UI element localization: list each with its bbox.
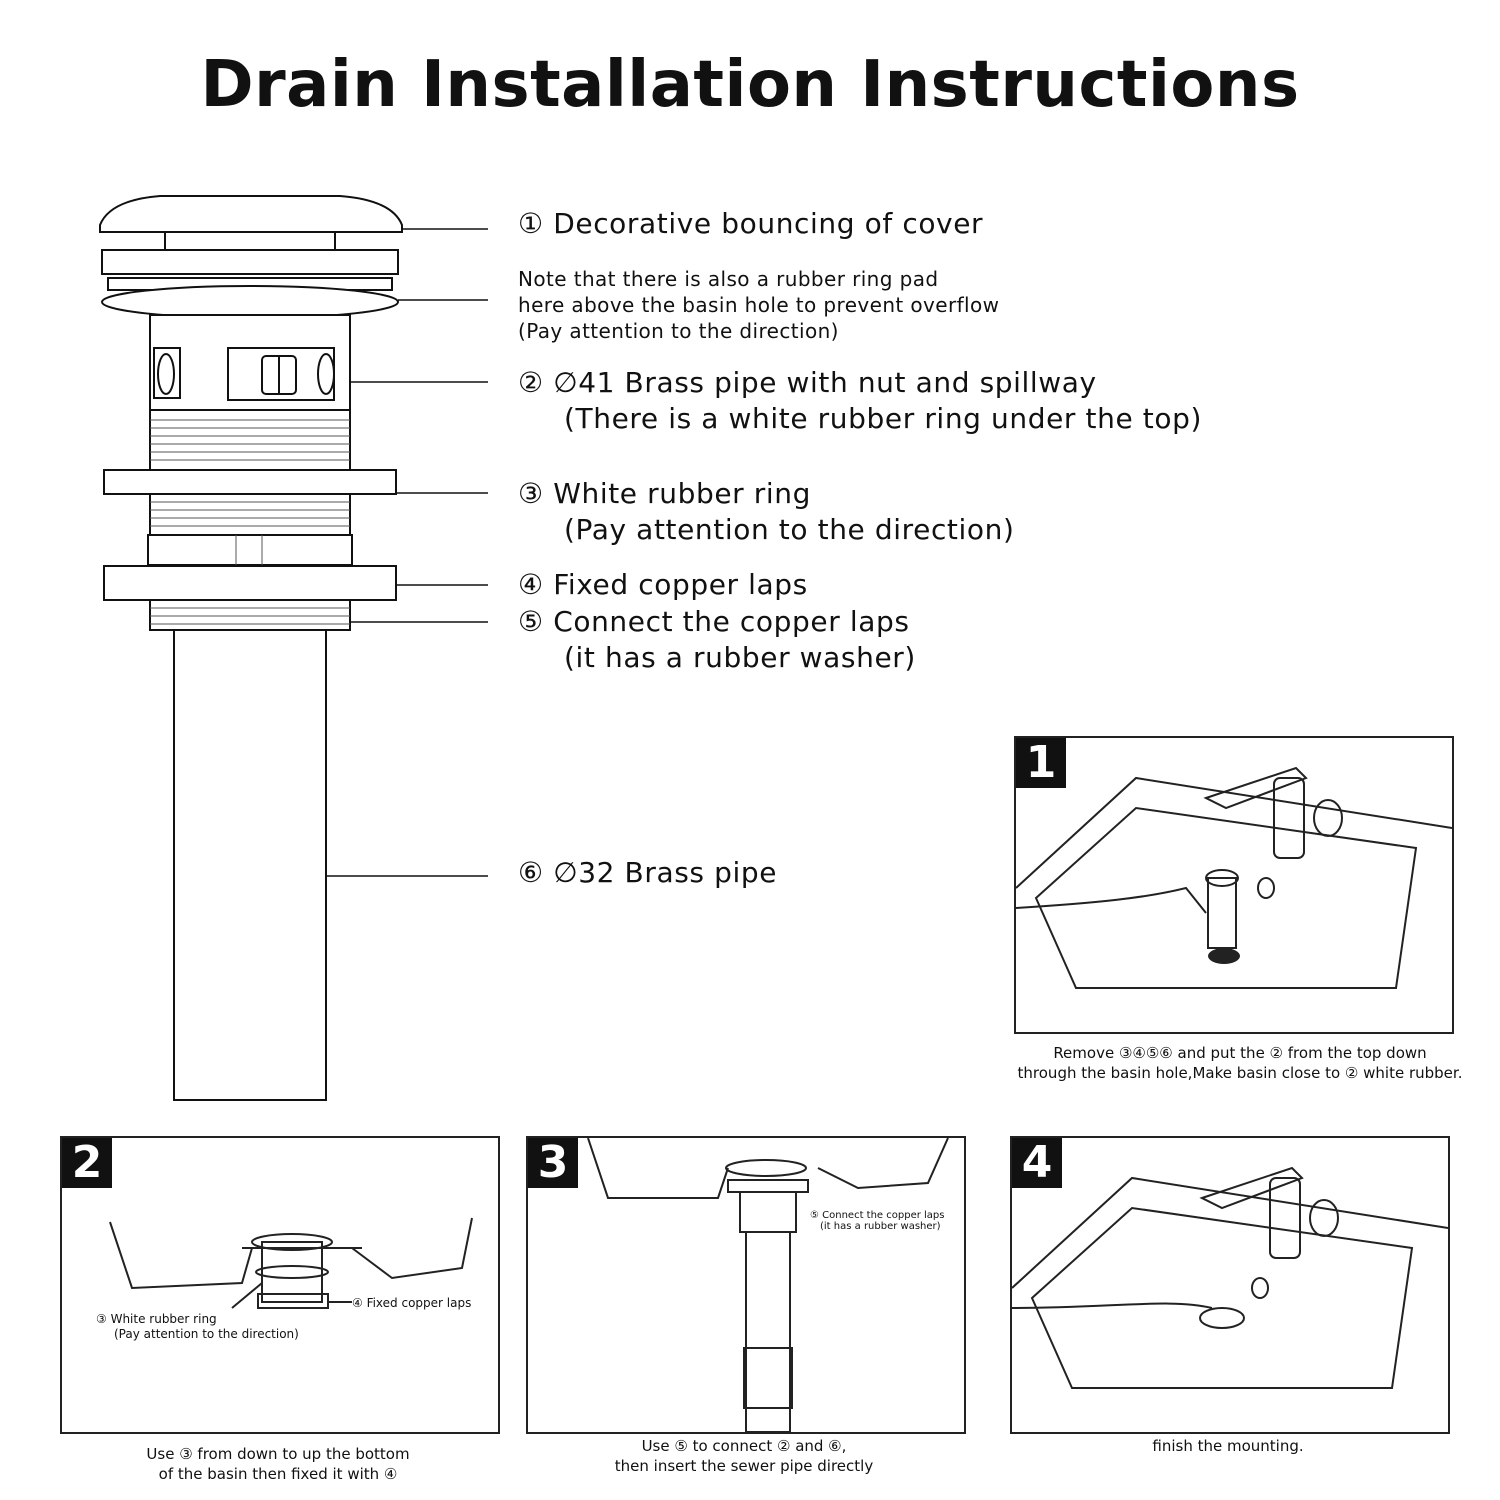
part-label-brass-pipe-41: ② ∅41 Brass pipe with nut and spillway (… [518, 366, 1202, 435]
step-2-illustration [109, 1217, 473, 1309]
part-label-brass-pipe-32: ⑥ ∅32 Brass pipe [518, 856, 778, 889]
cover-cap [99, 195, 403, 233]
step-number-badge: 3 [528, 1138, 578, 1188]
cover-stem [164, 231, 336, 251]
step-4-illustration [1012, 1166, 1448, 1389]
white-rubber-ring [103, 469, 397, 495]
part-label-white-rubber-ring: ③ White rubber ring (Pay attention to th… [518, 477, 1015, 546]
nut-block [147, 534, 353, 566]
step-3-panel: 3 ⑤ Connect the copper laps (it has a ru… [526, 1136, 966, 1434]
copper-laps-callout: ④ Fixed copper laps [352, 1296, 472, 1310]
step-3-caption: Use ⑤ to connect ② and ⑥, then insert th… [614, 1437, 874, 1475]
step-2-panel: 2 ③ White rubber ring (Pay attention to … [60, 1136, 500, 1434]
step-number-badge: 1 [1016, 738, 1066, 788]
step-4-panel: 4 [1010, 1136, 1450, 1434]
cover-rim [101, 249, 399, 275]
brass-pipe-32 [173, 629, 327, 1101]
step-number-badge: 2 [62, 1138, 112, 1188]
step-1-caption: Remove ③④⑤⑥ and put the ② from the top d… [1017, 1044, 1463, 1082]
overflow-rubber-ring [101, 285, 399, 319]
step-1-panel: 1 [1014, 736, 1454, 1034]
step-1-illustration [1016, 766, 1452, 989]
fixed-copper-laps [103, 565, 397, 601]
part-label-cover: ① Decorative bouncing of cover [518, 207, 984, 240]
connect-laps-callout: ⑤ Connect the copper laps (it has a rubb… [810, 1210, 945, 1232]
step-number-badge: 4 [1012, 1138, 1062, 1188]
connect-copper-laps [149, 599, 351, 631]
step-3-illustration [587, 1138, 949, 1432]
rubber-ring-callout: ③ White rubber ring (Pay attention to th… [96, 1312, 299, 1341]
overflow-note: Note that there is also a rubber ring pa… [518, 267, 1000, 343]
part-label-fixed-copper-laps: ④ Fixed copper laps [518, 568, 808, 601]
page-title: Drain Installation Instructions [200, 48, 1300, 122]
drain-exploded-diagram [99, 195, 488, 1101]
step-2-caption: Use ③ from down to up the bottom of the … [146, 1445, 410, 1483]
part-label-connect-copper-laps: ⑤ Connect the copper laps (it has a rubb… [518, 605, 916, 674]
step-4-caption: finish the mounting. [1152, 1437, 1304, 1455]
